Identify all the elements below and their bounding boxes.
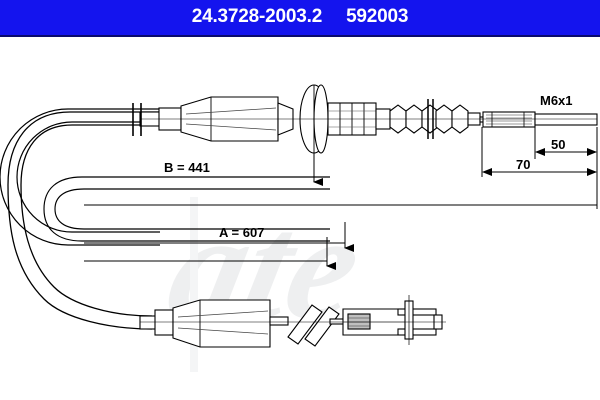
break-marks xyxy=(132,103,142,136)
outer-cable-sheath xyxy=(0,108,160,246)
length-70-label: 70 xyxy=(516,157,530,172)
technical-drawing: ate xyxy=(0,37,600,400)
inner-cable-outline xyxy=(43,176,330,242)
dimension-b xyxy=(82,153,323,186)
lower-cable-assembly xyxy=(139,295,443,348)
lower-ferrule xyxy=(154,309,174,336)
knurled-sleeve xyxy=(482,111,536,128)
threaded-rod-m6 xyxy=(534,113,598,126)
length-50-label: 50 xyxy=(551,137,565,152)
part-number-label: 24.3728-2003.2 xyxy=(191,5,323,27)
clevis-pin xyxy=(404,295,414,345)
dimension-50 xyxy=(534,127,598,159)
reference-extension-line xyxy=(84,177,598,209)
title-bar-content: 24.3728-2003.2 592003 xyxy=(0,0,600,33)
cable-assembly-diagram: ate xyxy=(0,84,598,372)
dimension-a-label: A = 607 xyxy=(219,225,264,240)
bellows-segment-2 xyxy=(435,104,469,134)
lower-stub xyxy=(269,316,289,326)
angled-bracket xyxy=(287,304,340,347)
thread-label: M6x1 xyxy=(540,93,573,108)
lower-tapered-housing xyxy=(172,299,271,348)
dimension-b-label: B = 441 xyxy=(164,160,210,175)
title-underline xyxy=(0,35,600,37)
outer-cable-outline xyxy=(7,111,172,330)
clevis-bushing xyxy=(347,313,371,330)
reference-number-label: 592003 xyxy=(346,5,409,27)
dimension-70 xyxy=(481,127,598,177)
title-bar: 24.3728-2003.2 592003 xyxy=(0,0,600,37)
dimension-a xyxy=(84,222,354,270)
